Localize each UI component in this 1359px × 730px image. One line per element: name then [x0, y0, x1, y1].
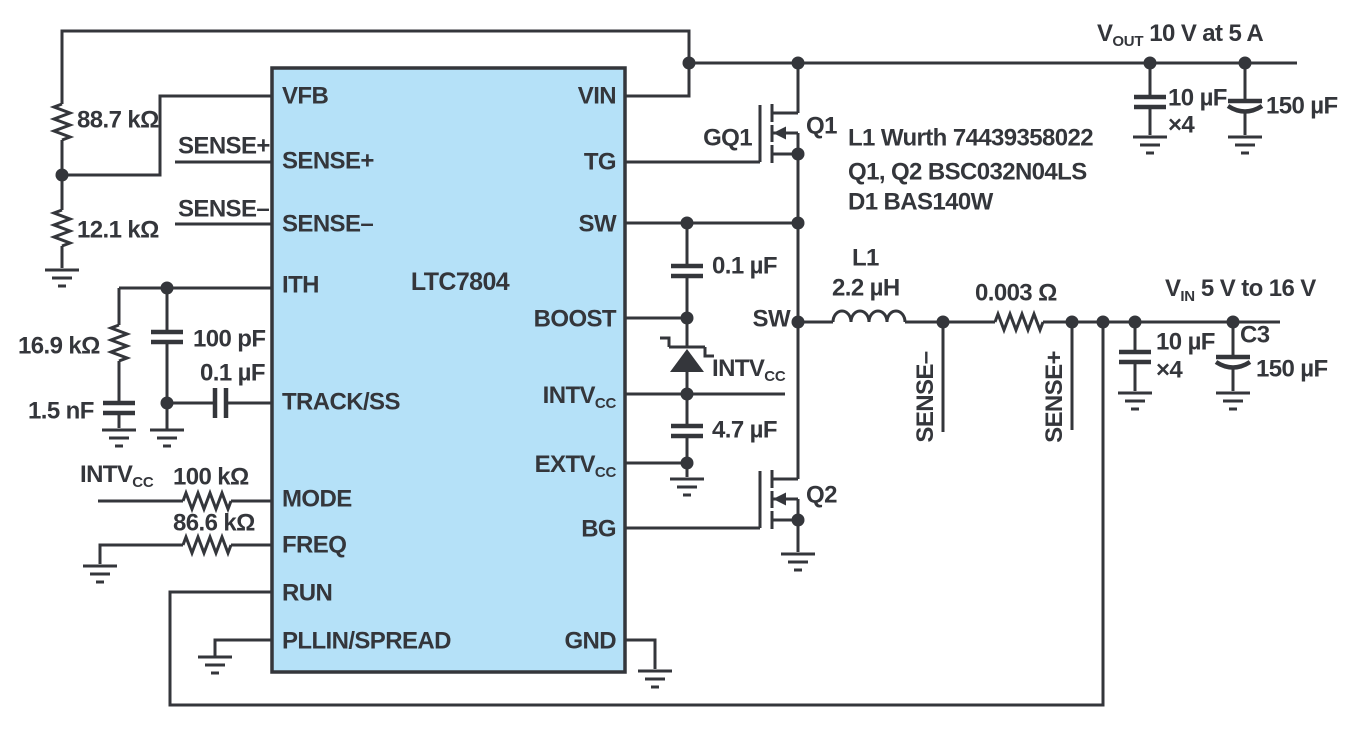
ic-pin-sense-minus: SENSE–: [282, 210, 374, 238]
capacitor-hf-value: 100 pF: [193, 325, 266, 353]
capacitor-intvcc: [671, 426, 703, 436]
wires: [49, 29, 1297, 707]
capacitor-intvcc-value: 4.7 µF: [712, 416, 778, 444]
capacitor-boost-value: 0.1 µF: [712, 252, 778, 280]
ic-pin-vfb: VFB: [282, 82, 329, 110]
capacitor-boost: [671, 266, 703, 276]
ic-pin-pllin-spread: PLLIN/SPREAD: [282, 627, 451, 655]
ic-pin-freq: FREQ: [282, 531, 347, 559]
ground-cin-ceramic: [1116, 391, 1154, 411]
mosfet-q1: [758, 102, 806, 165]
ic-pin-mode: MODE: [282, 485, 352, 513]
net-label-gq1: GQ1: [703, 124, 752, 152]
ground-fb: [43, 268, 81, 288]
ground-q2: [779, 552, 817, 572]
note-diode-part: D1 BAS140W: [848, 188, 993, 216]
ic-pin-ith: ITH: [282, 271, 319, 299]
wire-top-rail: [60, 29, 691, 104]
diode-schottky-hook-right: [703, 347, 714, 358]
ic-pin-sense-plus: SENSE+: [282, 147, 374, 175]
capacitor-comp-value: 1.5 nF: [28, 397, 94, 425]
wire-vfb: [62, 94, 272, 177]
capacitor-vout-bulk: [1228, 101, 1262, 112]
net-label-sw: SW: [752, 305, 791, 333]
resistor-ith: [106, 323, 132, 363]
mosfet-q1-ref: Q1: [806, 112, 837, 140]
resistor-sense-value: 0.003 Ω: [975, 279, 1057, 307]
resistor-ith-value: 16.9 kΩ: [18, 332, 100, 360]
ic-pin-gnd: GND: [564, 627, 616, 655]
ic-pin-extvcc: EXTVCC: [534, 450, 617, 481]
ic-pin-run: RUN: [282, 579, 333, 607]
ic-pin-intvcc: INTVCC: [542, 381, 617, 412]
ic-part-number: LTC7804: [410, 268, 510, 296]
ic-pin-sw: SW: [578, 210, 617, 238]
capacitor-vout-ceramic-qty: ×4: [1168, 111, 1195, 139]
ic-pin-tg: TG: [583, 148, 617, 176]
net-label-diode-intvcc: INTVCC: [712, 354, 786, 385]
net-label-sense-plus: SENSE+: [178, 132, 270, 160]
ground-cin-bulk: [1214, 391, 1252, 411]
capacitor-vout-ceramic: [1134, 97, 1166, 107]
ground-ic: [636, 669, 674, 689]
resistor-mode: [181, 488, 233, 514]
mosfet-q2-ref: Q2: [806, 481, 837, 509]
capacitor-vout-ceramic-value: 10 µF: [1168, 84, 1227, 112]
capacitor-vin-bulk-ref: C3: [1240, 321, 1270, 349]
note-mosfet-part: Q1, Q2 BSC032N04LS: [848, 158, 1087, 186]
resistor-mode-value: 100 kΩ: [173, 463, 249, 491]
resistor-fb-top: [49, 102, 75, 142]
capacitor-vin-bulk: [1216, 357, 1250, 368]
ground-freq: [81, 564, 119, 584]
ic-pin-vin: VIN: [577, 82, 617, 110]
vout-rail-label: VOUT 10 V at 5 A: [1097, 19, 1264, 50]
ground-hf: [148, 428, 186, 448]
capacitor-vin-ceramic-value: 10 µF: [1156, 328, 1215, 356]
resistor-sense: [993, 309, 1045, 335]
resistor-fb-bottom: [49, 208, 75, 248]
wire-extvcc: [625, 461, 689, 477]
net-label-sense-minus-tap: SENSE–: [912, 351, 939, 443]
resistor-freq-value: 86.6 kΩ: [173, 509, 255, 537]
capacitor-vout-bulk-value: 150 µF: [1266, 92, 1338, 120]
ic-body: [270, 66, 627, 674]
diode-anode-triangle: [670, 349, 704, 372]
resistor-fb-top-value: 88.7 kΩ: [77, 106, 159, 134]
resistor-fb-bottom-value: 12.1 kΩ: [77, 216, 159, 244]
ground-extvcc: [668, 477, 706, 497]
ground-comp: [100, 428, 138, 448]
wire-gnd-pin: [625, 638, 657, 669]
net-label-sense-plus-tap: SENSE+: [1041, 351, 1068, 443]
wire-freq-left: [98, 543, 183, 564]
ic-pin-track-ss: TRACK/SS: [282, 388, 400, 416]
inductor-l1: [831, 309, 907, 323]
capacitor-ss-value: 0.1 µF: [200, 359, 266, 387]
inductor-value: 2.2 µH: [832, 274, 900, 302]
ground-cout-bulk: [1226, 135, 1264, 155]
ic-pin-boost: BOOST: [533, 305, 617, 333]
vin-rail-label: VIN 5 V to 16 V: [1165, 274, 1316, 305]
capacitor-vin-ceramic: [1119, 352, 1151, 362]
capacitor-1n5: [103, 403, 135, 413]
inductor-ref: L1: [852, 244, 879, 272]
diode-schottky-hook-left: [660, 336, 671, 347]
wire-run-loop: [168, 322, 1105, 707]
resistor-freq: [181, 532, 233, 558]
net-label-sense-minus: SENSE–: [178, 195, 270, 223]
net-label-mode-intvcc: INTVCC: [80, 460, 154, 491]
mosfet-q2: [758, 468, 806, 531]
ground-pllin: [196, 655, 234, 675]
wire-pllin: [213, 638, 272, 656]
capacitor-vin-bulk-value: 150 µF: [1256, 355, 1328, 383]
capacitor-100pf: [151, 332, 183, 342]
junction-dots: [55, 56, 1252, 470]
ground-cout-ceramic: [1131, 135, 1169, 155]
capacitor-vin-ceramic-qty: ×4: [1156, 356, 1183, 384]
note-inductor-part: L1 Wurth 74439358022: [848, 124, 1094, 152]
ic-pin-bg: BG: [581, 515, 616, 543]
